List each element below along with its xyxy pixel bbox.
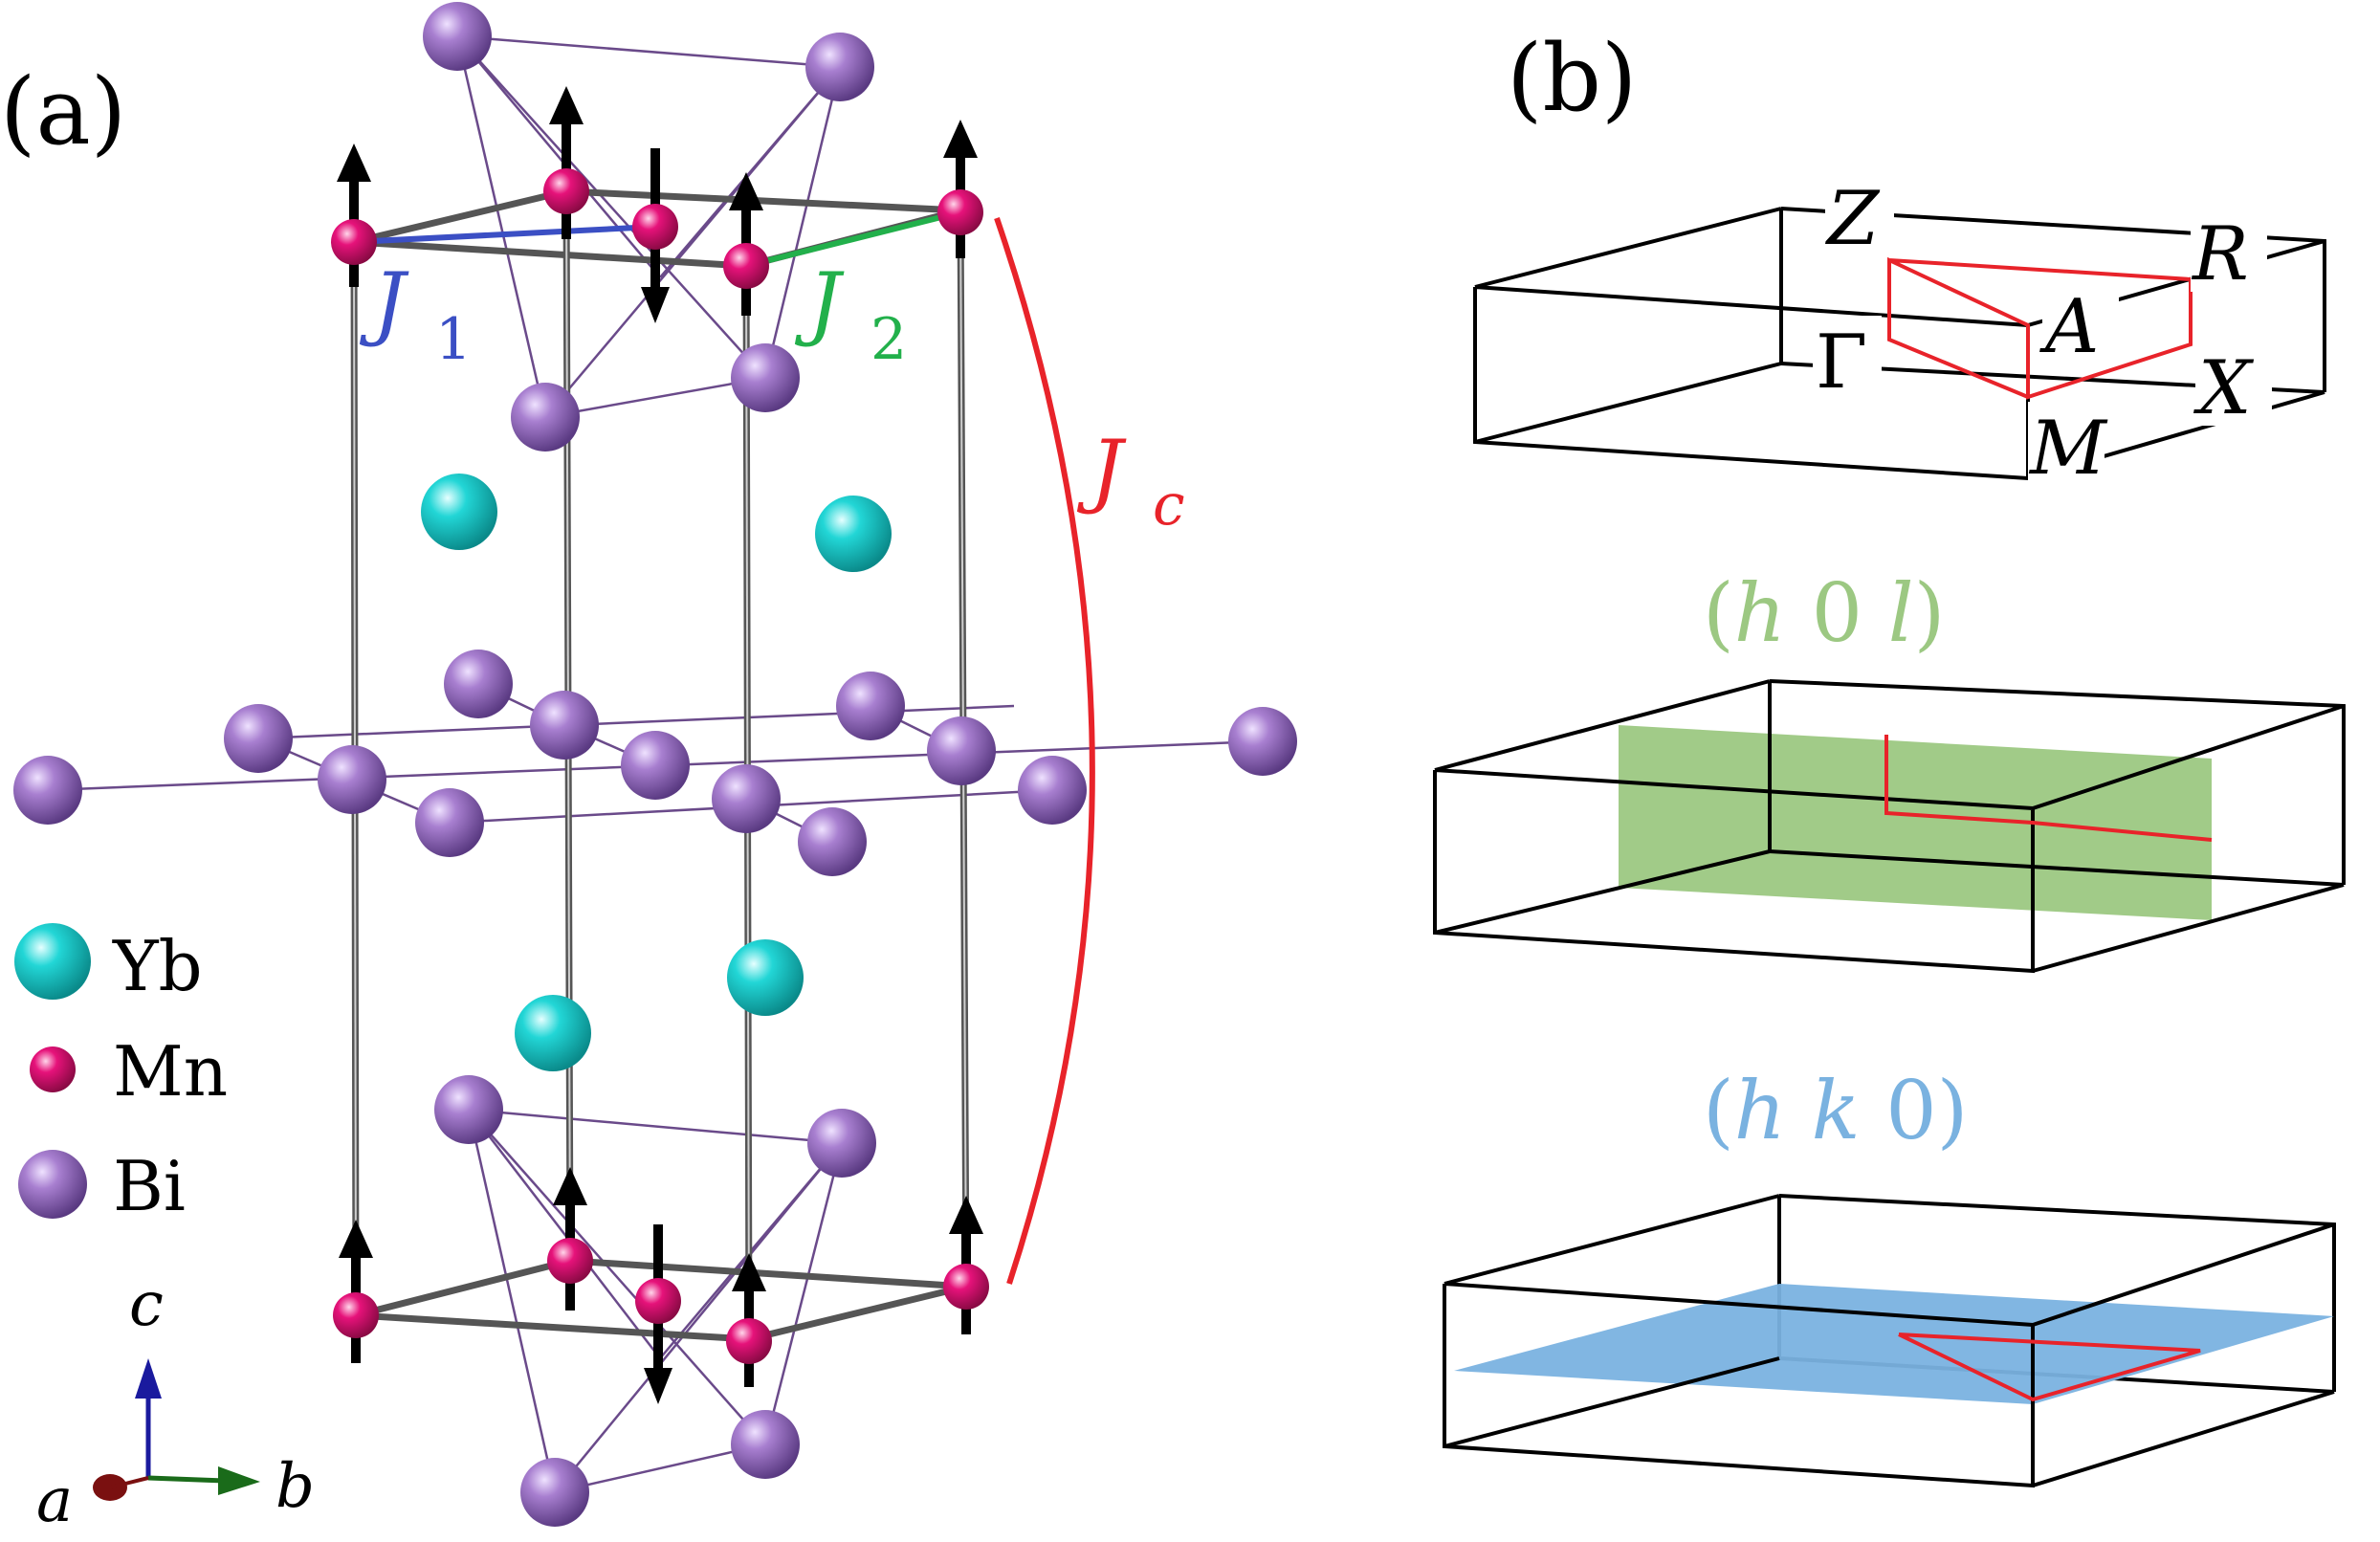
jc-label: J c (1076, 423, 1185, 539)
axis-c-label: c (129, 1269, 164, 1340)
bz-label-a: A (2039, 284, 2099, 370)
panel-b: (b) Z R (1433, 25, 2346, 1488)
legend-bi-swatch (18, 1150, 87, 1219)
svg-text:J: J (794, 255, 845, 349)
j1-label: J 1 (359, 255, 472, 373)
svg-text:2: 2 (870, 306, 907, 373)
panel-a-label: (a) (0, 58, 126, 165)
hk0-path (1898, 1333, 2201, 1402)
axis-b-label: b (275, 1451, 315, 1522)
svg-text:J: J (359, 255, 409, 349)
hk0-plane (1454, 1284, 2334, 1404)
h0l-box (1433, 679, 2346, 974)
j2-label: J 2 (794, 255, 907, 373)
bz-label-z: Z (1824, 176, 1881, 262)
svg-text:c: c (1153, 472, 1185, 539)
axis-a-label: a (36, 1465, 73, 1536)
bz-point-labels: Z R A Γ X M (1816, 176, 2255, 492)
mn-atoms (331, 168, 989, 1364)
legend-yb-label: Yb (112, 926, 203, 1006)
h0l-plane (1619, 725, 2212, 920)
panel-b-label: (b) (1507, 25, 1637, 132)
svg-text:1: 1 (435, 306, 472, 373)
plane-h0l-label: (h 0 l) (1703, 566, 1945, 660)
bz-label-m: M (2028, 406, 2108, 492)
legend: Yb Mn Bi (14, 923, 228, 1226)
hk0-box (1443, 1194, 2336, 1488)
bz-label-r: R (2191, 211, 2249, 297)
legend-mn-label: Mn (113, 1031, 228, 1112)
jc-curve (994, 217, 1095, 1285)
legend-bi-label: Bi (113, 1146, 186, 1226)
bz-label-x: X (2193, 345, 2255, 431)
h0l-path (1884, 735, 2213, 842)
j2-line (745, 209, 961, 269)
legend-yb-swatch (14, 923, 91, 1000)
j1-line (353, 224, 656, 245)
bi-atoms (13, 2, 1297, 1527)
plane-hk0-label: (h k 0) (1703, 1064, 1968, 1157)
axes-indicator: c b a (36, 1269, 315, 1536)
yb-atoms (421, 474, 892, 1071)
legend-mn-swatch (30, 1046, 76, 1092)
bz-label-gamma: Γ (1816, 319, 1867, 406)
panel-a: (a) (0, 2, 1297, 1536)
svg-text:J: J (1076, 423, 1127, 517)
